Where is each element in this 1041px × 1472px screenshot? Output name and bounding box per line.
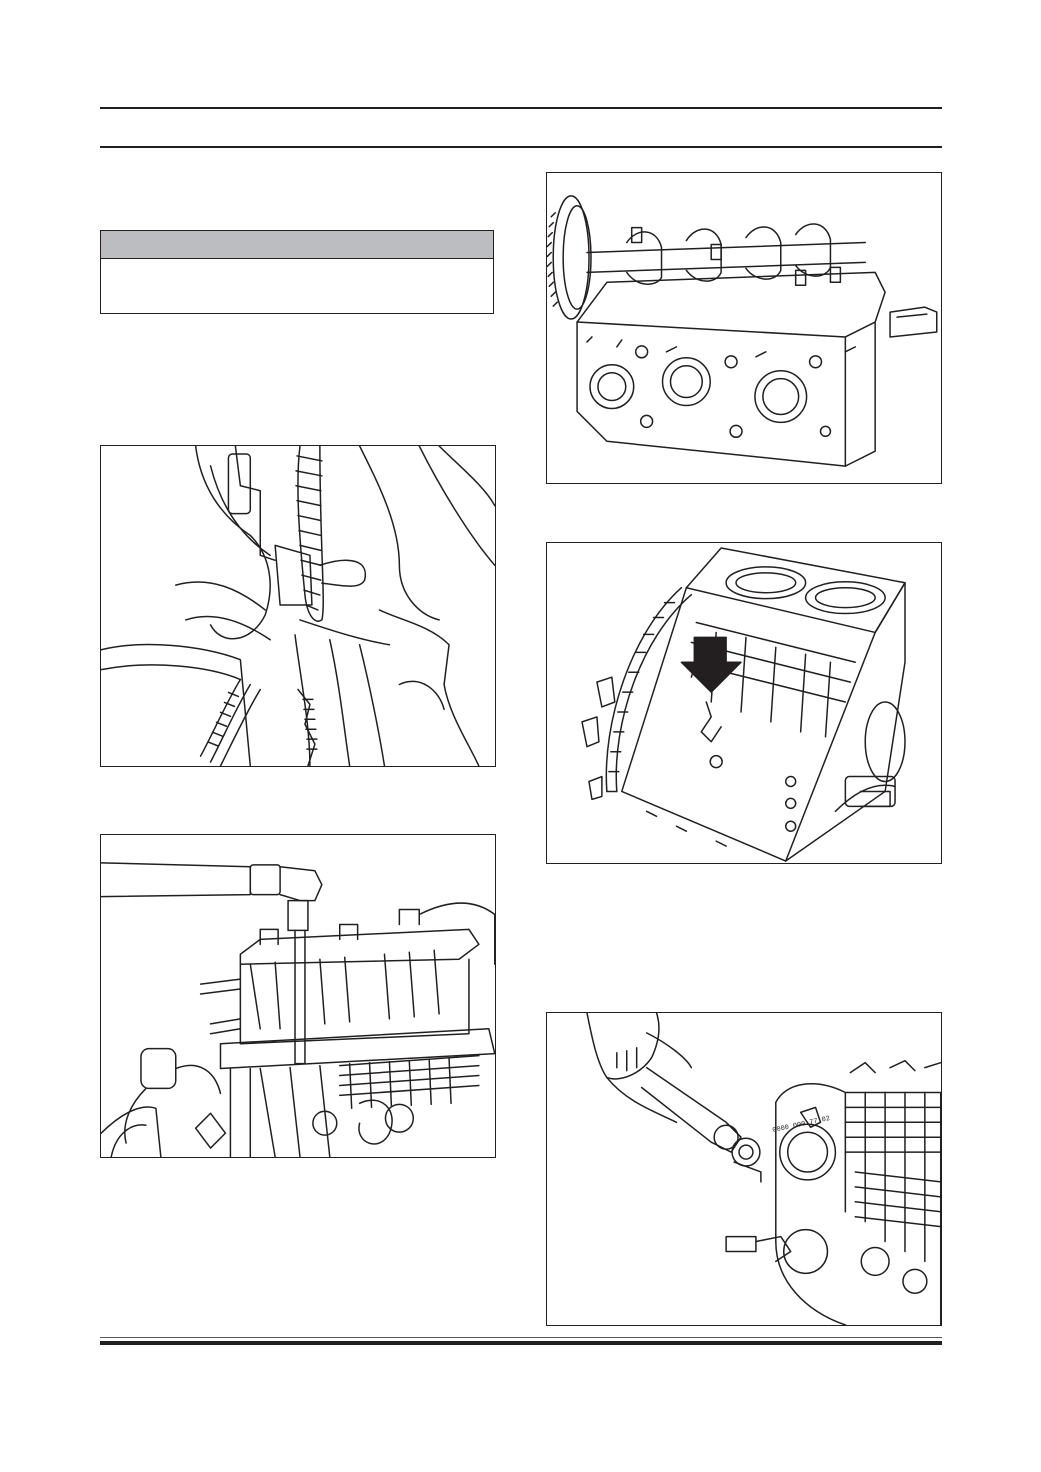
header-rule-bottom [100, 146, 942, 148]
illustration-wrench-engine-front: 0000 000 77 02 [546, 1012, 942, 1326]
illustration-hands-disconnecting-hose [100, 445, 496, 767]
footer-rule-thin [100, 1337, 942, 1338]
header-rule-top [100, 107, 942, 109]
illustration-cylinder-block-arrow [546, 542, 942, 864]
illustration-torque-wrench-cylinder-head [100, 834, 496, 1158]
footer-rule-thick [100, 1341, 942, 1345]
illustration-camshaft-cylinder-head [546, 172, 942, 484]
caution-note-header [101, 231, 493, 259]
caution-note-box [100, 230, 494, 314]
